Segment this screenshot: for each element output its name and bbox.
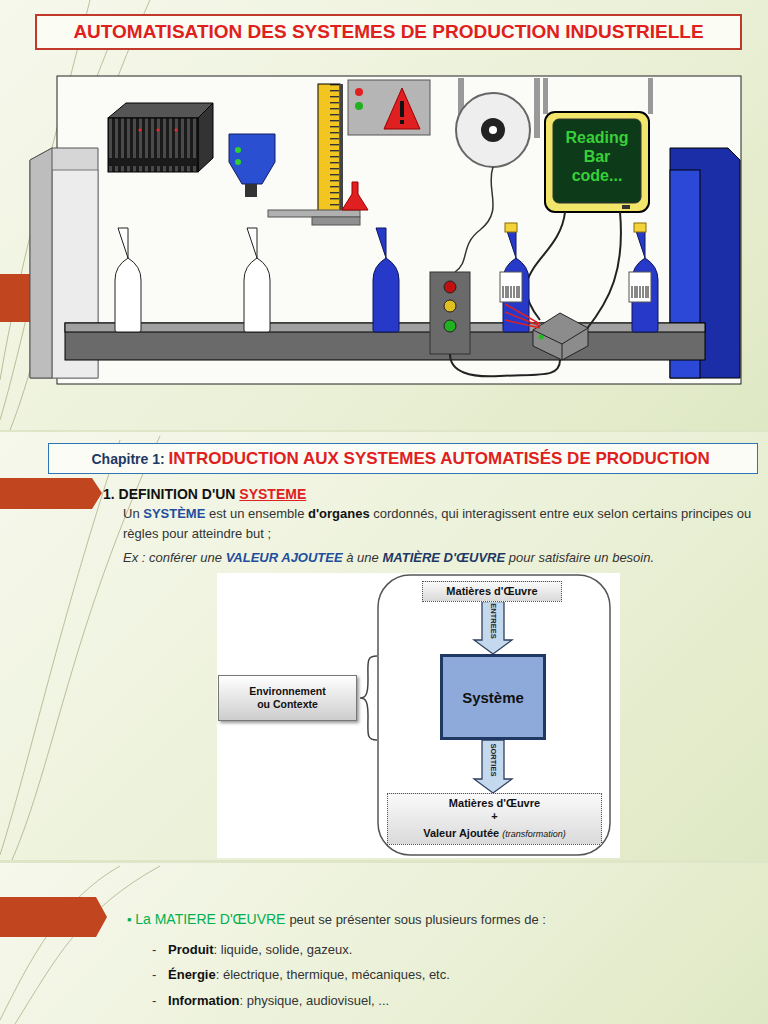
keyword: d'organes xyxy=(308,506,370,521)
node-text: + xyxy=(423,810,566,823)
bullet-text: peut se présenter sous plusieurs formes … xyxy=(289,912,546,927)
node-content: Environnement ou Contexte xyxy=(249,685,325,711)
node-content: Matières d'Œuvre xyxy=(446,585,537,598)
output-box: Matières d'Œuvre+ Valeur Ajoutée(transfor… xyxy=(387,793,602,845)
list-item: -Énergie: électrique, thermique, mécaniq… xyxy=(152,965,752,983)
chapter-heading: Chapitre 1:INTRODUCTION AUX SYSTEMES AUT… xyxy=(48,443,758,474)
keyword: MATIÈRE D'ŒUVRE xyxy=(382,550,505,565)
paragraph-text: Un xyxy=(123,506,140,521)
node-text: Système xyxy=(462,689,524,706)
list-text: : physique, audiovisuel, ... xyxy=(240,993,390,1008)
node-text: Environnement ou Contexte xyxy=(249,685,325,711)
context-box: Environnement ou Contexte xyxy=(218,675,357,721)
chapter-title: INTRODUCTION AUX SYSTEMES AUTOMATISÉS DE… xyxy=(169,449,710,469)
list-dash: - xyxy=(152,993,156,1008)
list-term: Énergie xyxy=(168,967,216,982)
node-content: Matières d'Œuvre+ Valeur Ajoutée(transfor… xyxy=(423,797,566,841)
chapter-number: Chapitre 1: xyxy=(92,451,165,467)
bullet-line: ▪La MATIERE D'ŒUVRE peut se présenter sou… xyxy=(127,910,747,928)
node-text: Matières d'Œuvre xyxy=(446,585,537,598)
keyword: La MATIERE D'ŒUVRE xyxy=(135,911,285,927)
main-title: AUTOMATISATION DES SYSTEMES DE PRODUCTIO… xyxy=(73,21,703,43)
example-text: pour satisfaire un besoin. xyxy=(509,550,654,565)
keyword: VALEUR AJOUTEE xyxy=(226,550,343,565)
section-keyword: SYSTEME xyxy=(239,486,306,502)
block-arrow xyxy=(474,740,512,793)
system-diagram-frame xyxy=(217,573,620,858)
list-term: Information xyxy=(168,993,240,1008)
list-text: : électrique, thermique, mécaniques, etc… xyxy=(216,967,450,982)
system-box: Système xyxy=(440,654,546,740)
production-line-illustration xyxy=(30,76,741,384)
barcode xyxy=(503,286,648,298)
arrow-label: SORTIES xyxy=(489,742,498,777)
list-item: -Produit: liquide, solide, gazeux. xyxy=(152,940,752,958)
list-term: Produit xyxy=(168,942,214,957)
paragraph-text: est un ensemble xyxy=(209,506,304,521)
list-dash: - xyxy=(152,942,156,957)
example-text: à une xyxy=(346,550,379,565)
block-arrow xyxy=(474,602,512,655)
node-text: (transformation) xyxy=(502,829,566,839)
screen-display: Reading Bar code... xyxy=(553,128,641,185)
input-box: Matières d'Œuvre xyxy=(422,581,562,602)
node-text: Matières d'Œuvre xyxy=(423,797,566,810)
list-dash: - xyxy=(152,967,156,982)
keyword: SYSTÈME xyxy=(143,506,205,521)
screen-text: Reading Bar code... xyxy=(565,128,628,185)
definition-paragraph: UnSYSTÈMEest un ensembled'organescordonn… xyxy=(123,504,763,544)
node-content: Système xyxy=(462,689,524,706)
node-text: Valeur Ajoutée xyxy=(423,827,499,839)
section-heading: 1. DEFINITION D'UNSYSTEME xyxy=(103,485,703,503)
bullet-mark: ▪ xyxy=(127,912,132,927)
list-text: : liquide, solide, gazeux. xyxy=(214,942,353,957)
example-line: Ex : conférer une VALEUR AJOUTEEà uneMATI… xyxy=(123,548,763,566)
list-item: -Information: physique, audiovisuel, ... xyxy=(152,991,752,1009)
arrow-label: ENTREES xyxy=(489,602,498,639)
example-text: Ex : conférer une xyxy=(123,550,222,565)
title-box: AUTOMATISATION DES SYSTEMES DE PRODUCTIO… xyxy=(35,14,742,50)
section-title: 1. DEFINITION D'UN xyxy=(103,486,235,502)
